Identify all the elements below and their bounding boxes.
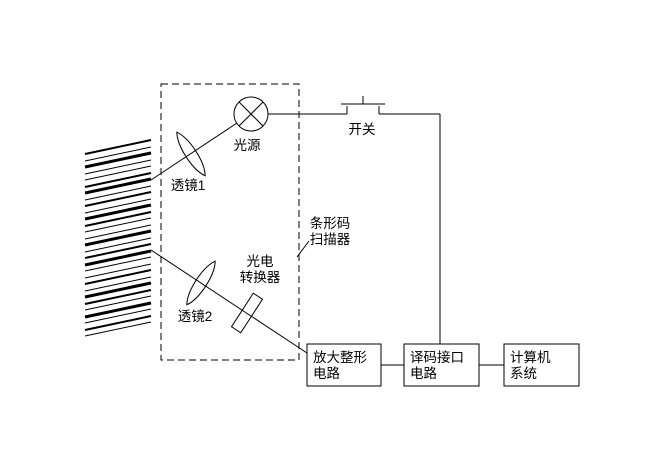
scanner-label-line1: 条形码 xyxy=(310,215,351,231)
light-ray-lower xyxy=(150,249,308,354)
computer-box xyxy=(503,343,580,387)
amplifier-box-label-line2: 电路 xyxy=(313,366,340,381)
scanner-enclosure xyxy=(160,83,300,361)
scanner-label-leader xyxy=(296,240,310,258)
scanner-label-line2: 扫描器 xyxy=(310,232,351,247)
circuit-wiring xyxy=(268,96,504,366)
amplifier-box-label-line1: 放大整形 xyxy=(313,350,367,365)
decoder-box-label-line2: 电路 xyxy=(410,366,437,381)
light-ray-upper xyxy=(150,122,238,181)
converter-label-line1: 光电 xyxy=(247,254,274,269)
lamp-symbol xyxy=(233,96,269,132)
lens2-label: 透镜2 xyxy=(178,309,213,324)
decoder-box xyxy=(403,343,480,387)
barcode-graphic xyxy=(84,139,152,337)
photo-converter-shape xyxy=(230,292,264,334)
switch-symbol xyxy=(341,96,385,114)
lens2-shape xyxy=(186,260,216,306)
converter-label-line2: 转换器 xyxy=(240,270,281,285)
computer-box-label-line1: 计算机 xyxy=(510,350,551,365)
switch-label: 开关 xyxy=(349,122,376,137)
computer-box-label-line2: 系统 xyxy=(510,366,537,381)
lens1-shape xyxy=(176,131,206,177)
amplifier-box xyxy=(306,343,382,387)
light-rays xyxy=(150,122,308,354)
light-source-label: 光源 xyxy=(234,138,261,153)
lens1-label: 透镜1 xyxy=(171,178,206,193)
decoder-box-label-line1: 译码接口 xyxy=(410,349,464,365)
